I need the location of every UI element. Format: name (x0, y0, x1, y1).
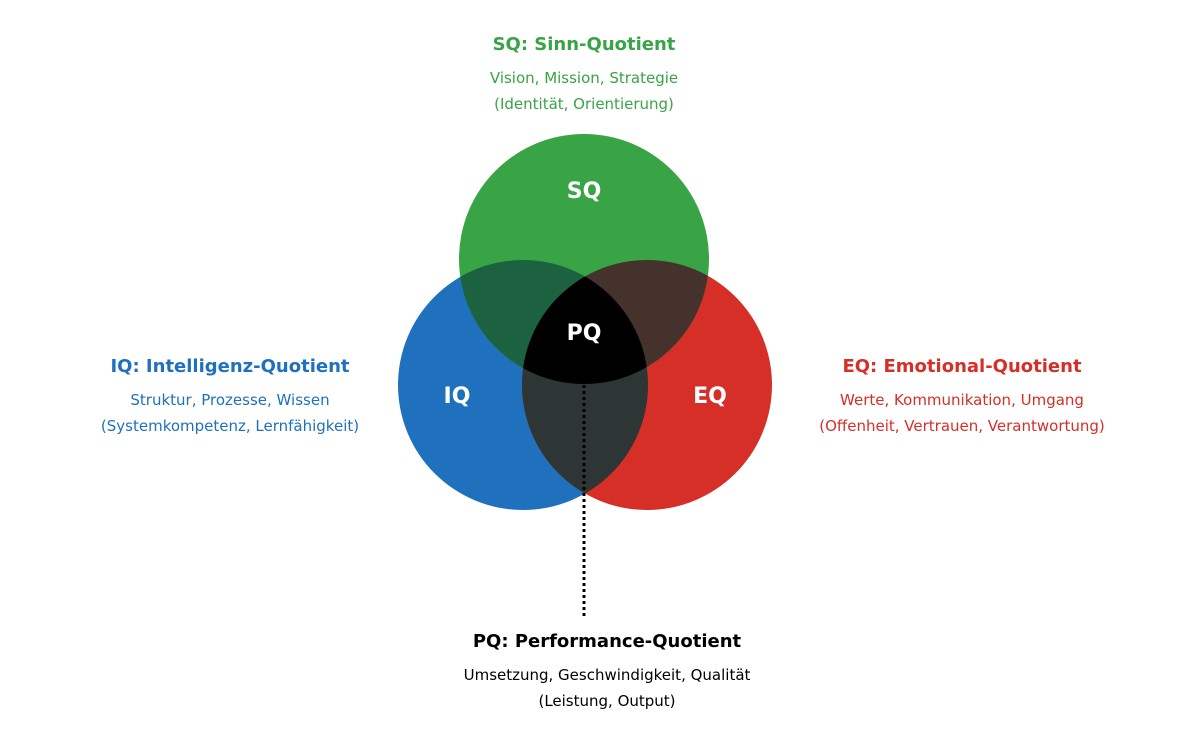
iq-line-1: Struktur, Prozesse, Wissen (130, 391, 330, 409)
label-iq: IQ (444, 384, 471, 409)
sq-title: SQ: Sinn-Quotient (492, 34, 676, 55)
iq-title: IQ: Intelligenz-Quotient (110, 356, 350, 377)
iq-description: IQ: Intelligenz-Quotient Struktur, Proze… (101, 356, 359, 439)
label-sq: SQ (567, 179, 602, 204)
sq-line-2: (Identität, Orientierung) (494, 95, 674, 113)
label-pq: PQ (567, 321, 602, 346)
pq-line-2: (Leistung, Output) (538, 692, 676, 710)
sq-description: SQ: Sinn-Quotient Vision, Mission, Strat… (490, 34, 678, 117)
eq-line-1: Werte, Kommunikation, Umgang (840, 391, 1084, 409)
pq-title: PQ: Performance-Quotient (472, 631, 742, 652)
pq-description: PQ: Performance-Quotient Umsetzung, Gesc… (464, 631, 751, 714)
eq-description: EQ: Emotional-Quotient Werte, Kommunikat… (819, 356, 1105, 439)
overlap-pq (522, 260, 648, 384)
label-eq: EQ (693, 384, 727, 409)
eq-title: EQ: Emotional-Quotient (842, 356, 1082, 377)
sq-line-1: Vision, Mission, Strategie (489, 69, 679, 87)
iq-line-2: (Systemkompetenz, Lernfähigkeit) (100, 417, 360, 435)
eq-line-2: (Offenheit, Vertrauen, Verantwortung) (819, 417, 1105, 435)
pq-line-1: Umsetzung, Geschwindigkeit, Qualität (463, 666, 751, 684)
